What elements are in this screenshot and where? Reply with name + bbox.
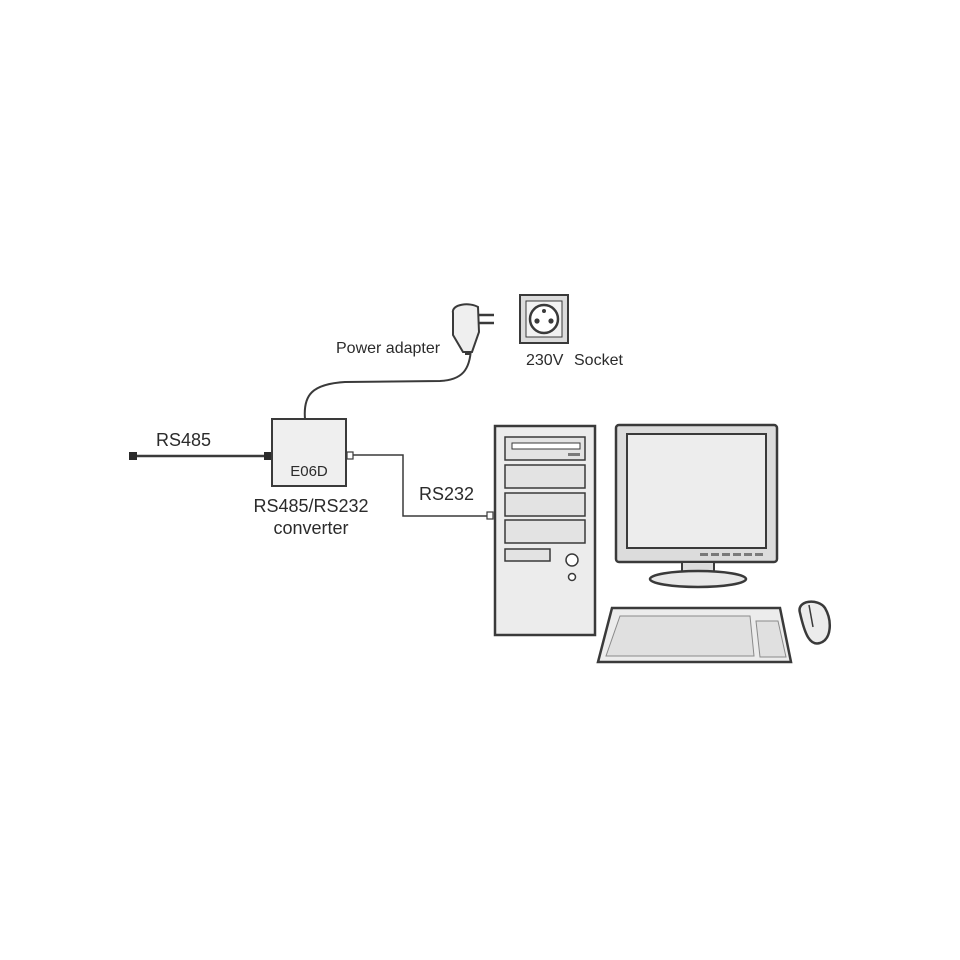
mouse-icon	[798, 600, 831, 645]
power-adapter-label: Power adapter	[336, 340, 441, 357]
rs232-label: RS232	[419, 484, 474, 504]
pc-tower-icon	[493, 424, 597, 637]
power-adapter-icon	[451, 303, 494, 355]
rs485-label: RS485	[156, 430, 211, 450]
socket-voltage-label: 230V	[526, 352, 564, 369]
converter-label-line2: converter	[273, 518, 348, 538]
monitor-icon	[614, 423, 779, 589]
converter-model-label: E06D	[290, 463, 328, 480]
power-cable	[303, 347, 472, 420]
rs485-line	[129, 452, 271, 460]
converter-label-line1: RS485/RS232	[253, 496, 368, 516]
socket-label: Socket	[574, 352, 623, 369]
converter-box-icon	[271, 418, 347, 487]
keyboard-icon	[596, 606, 793, 664]
power-socket-icon	[519, 294, 569, 344]
rs232-line	[346, 451, 494, 520]
